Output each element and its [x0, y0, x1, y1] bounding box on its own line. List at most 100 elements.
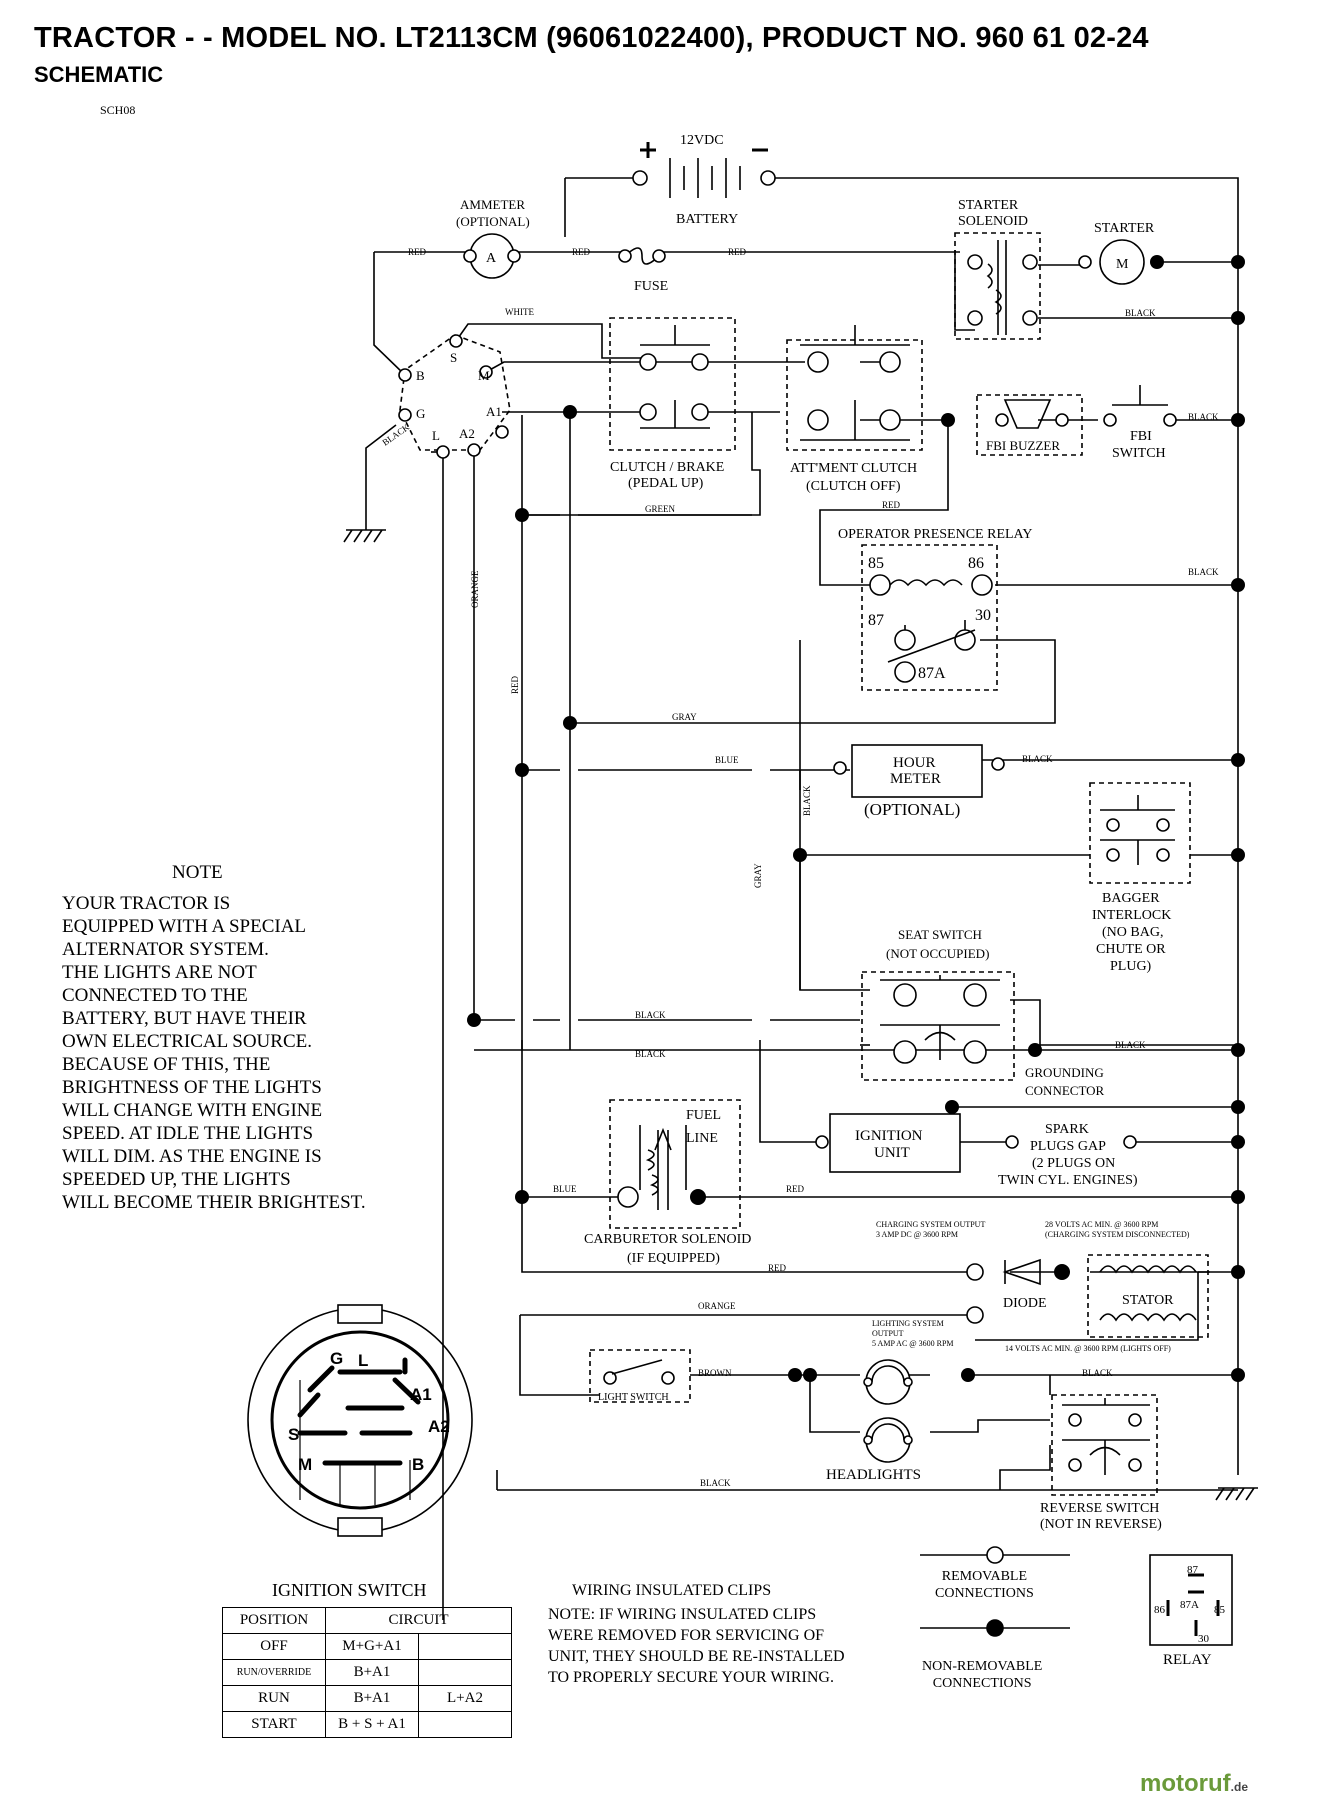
reverse-label-1: REVERSE SWITCH: [1040, 1501, 1159, 1516]
table-row: OFF M+G+A1: [222, 1633, 512, 1660]
non-removable-label-2: CONNECTIONS: [932, 1676, 1032, 1691]
page-subtitle: SCHEMATIC: [34, 62, 164, 87]
attachment-clutch-label-1: ATT'MENT CLUTCH: [790, 461, 917, 476]
ignition-face-s: S: [288, 1425, 299, 1444]
table-row: RUN/OVERRIDE B+A1: [222, 1659, 512, 1686]
table-header-row: POSITION CIRCUIT: [222, 1607, 512, 1634]
relay-legend-pin-87a: 87A: [1180, 1599, 1199, 1611]
ammeter-optional-label: (OPTIONAL): [456, 214, 530, 229]
bagger-label-4: CHUTE OR: [1096, 942, 1166, 957]
column-header: CIRCUIT: [325, 1607, 512, 1634]
wire-label-red: RED: [408, 247, 427, 257]
fuse-icon: [624, 247, 660, 265]
wire-label-brown: BROWN: [698, 1368, 732, 1378]
relay-pin-30: 30: [975, 607, 991, 624]
wire-label-red: RED: [786, 1184, 805, 1194]
ignition-switch-table: POSITION CIRCUIT OFF M+G+A1 RUN/OVERRIDE…: [222, 1607, 512, 1738]
ignition-unit-icon: [829, 1113, 961, 1173]
seat-switch-label-2: (NOT OCCUPIED): [886, 946, 989, 961]
wire-label-gray: GRAY: [753, 863, 763, 888]
relay-legend-pin-86: 86: [1154, 1604, 1166, 1616]
bagger-label-2: INTERLOCK: [1092, 908, 1171, 923]
table-cell: RUN: [222, 1685, 326, 1712]
spark-label-4: TWIN CYL. ENGINES): [998, 1173, 1138, 1188]
bagger-label-3: (NO BAG,: [1102, 925, 1163, 940]
ignition-switch-schematic-icon: [398, 334, 511, 459]
table-cell: [418, 1711, 512, 1738]
starter-label: STARTER: [1094, 221, 1155, 236]
fuel-line-label-1: FUEL: [686, 1108, 721, 1123]
table-cell: L+A2: [418, 1685, 512, 1712]
wire-label-red: RED: [882, 500, 901, 510]
relay-legend-label: RELAY: [1163, 1652, 1212, 1668]
hour-meter-label-2: METER: [890, 771, 941, 787]
relay-pin-85: 85: [868, 555, 884, 572]
grounding-label-2: CONNECTOR: [1025, 1083, 1105, 1098]
ignition-face-l: L: [358, 1351, 368, 1370]
wire-label-black: BLACK: [1115, 1040, 1146, 1050]
fbi-buzzer-icon: [976, 394, 1083, 456]
table-row: RUN B+A1 L+A2: [222, 1685, 512, 1712]
seat-switch-icon: [861, 971, 1015, 1081]
non-removable-connection-icon: [920, 1619, 1070, 1637]
table-cell: M+G+A1: [325, 1633, 419, 1660]
seat-switch-label-1: SEAT SWITCH: [898, 927, 982, 942]
fbi-switch-icon: [1103, 385, 1177, 427]
volts28-label-2: (CHARGING SYSTEM DISCONNECTED): [1045, 1230, 1190, 1239]
light-switch-label: LIGHT SWITCH: [598, 1392, 669, 1403]
wire-labels: RED RED RED WHITE BLACK BLACK GREEN RED …: [380, 247, 1219, 1488]
wire-label-black: BLACK: [1082, 1368, 1113, 1378]
clutch-brake-label-2: (PEDAL UP): [628, 476, 704, 491]
attachment-clutch-label-2: (CLUTCH OFF): [806, 479, 901, 494]
wire-label-blue: BLUE: [553, 1184, 577, 1194]
headlight-icon: [863, 1359, 913, 1463]
fuel-line-label-2: LINE: [686, 1131, 718, 1146]
carburetor-label-1: CARBURETOR SOLENOID: [584, 1232, 751, 1247]
wire-label-black: BLACK: [635, 1010, 666, 1020]
table-cell: B + S + A1: [325, 1711, 419, 1738]
switch-terminal-m: M: [478, 368, 490, 383]
note-heading: NOTE: [172, 862, 223, 883]
ammeter-label: AMMETER: [460, 197, 525, 212]
fbi-switch-label-1: FBI: [1130, 429, 1152, 444]
wire-label-red: RED: [728, 247, 747, 257]
wire-label-orange: ORANGE: [698, 1301, 736, 1311]
ammeter-symbol: A: [486, 251, 497, 266]
wire-label-black: BLACK: [802, 785, 812, 816]
watermark-logo: motoruf.de: [1140, 1770, 1248, 1798]
grounding-label-1: GROUNDING: [1025, 1065, 1104, 1080]
ignition-face-a2: A2: [428, 1417, 450, 1436]
watermark-suffix: .de: [1230, 1780, 1248, 1794]
non-removable-label-1: NON-REMOVABLE: [922, 1659, 1043, 1674]
wire-label-black: BLACK: [1125, 308, 1156, 318]
clutch-brake-label-1: CLUTCH / BRAKE: [610, 460, 724, 475]
wire-label-black: BLACK: [1022, 754, 1053, 764]
clutch-brake-switch-icon: [609, 317, 736, 451]
relay-pin-86: 86: [968, 555, 984, 572]
diode-icon: [966, 1258, 1041, 1286]
reverse-switch-icon: [1051, 1394, 1158, 1496]
volts28-label-1: 28 VOLTS AC MIN. @ 3600 RPM: [1045, 1220, 1158, 1229]
ignition-unit-label-2: UNIT: [874, 1145, 910, 1161]
diode-label: DIODE: [1003, 1296, 1047, 1311]
wire-label-black: BLACK: [1188, 412, 1219, 422]
table-cell: [418, 1659, 512, 1686]
charging-label-1: CHARGING SYSTEM OUTPUT: [876, 1220, 985, 1229]
switch-terminal-a2: A2: [459, 426, 475, 441]
wire-label-red: RED: [572, 247, 591, 257]
lighting-label-3: 5 AMP AC @ 3600 RPM: [872, 1339, 954, 1348]
removable-connection-icon: [920, 1546, 1070, 1564]
lighting-label-1: LIGHTING SYSTEM: [872, 1319, 944, 1328]
ignition-switch-heading: IGNITION SWITCH: [272, 1580, 427, 1600]
spark-plug-gap-icon: [1005, 1135, 1137, 1149]
spark-label-2: PLUGS GAP: [1030, 1139, 1106, 1154]
wire-label-black: BLACK: [1188, 567, 1219, 577]
relay-legend-pin-87: 87: [1187, 1564, 1199, 1576]
watermark-brand: motoruf: [1140, 1770, 1231, 1797]
volts14-label: 14 VOLTS AC MIN. @ 3600 RPM (LIGHTS OFF): [1005, 1344, 1171, 1353]
table-cell: RUN/OVERRIDE: [222, 1659, 326, 1686]
starter-solenoid-label-1: STARTER: [958, 198, 1019, 213]
headlights-label: HEADLIGHTS: [826, 1467, 921, 1483]
ignition-face-m: M: [298, 1455, 312, 1474]
table-cell: [418, 1633, 512, 1660]
